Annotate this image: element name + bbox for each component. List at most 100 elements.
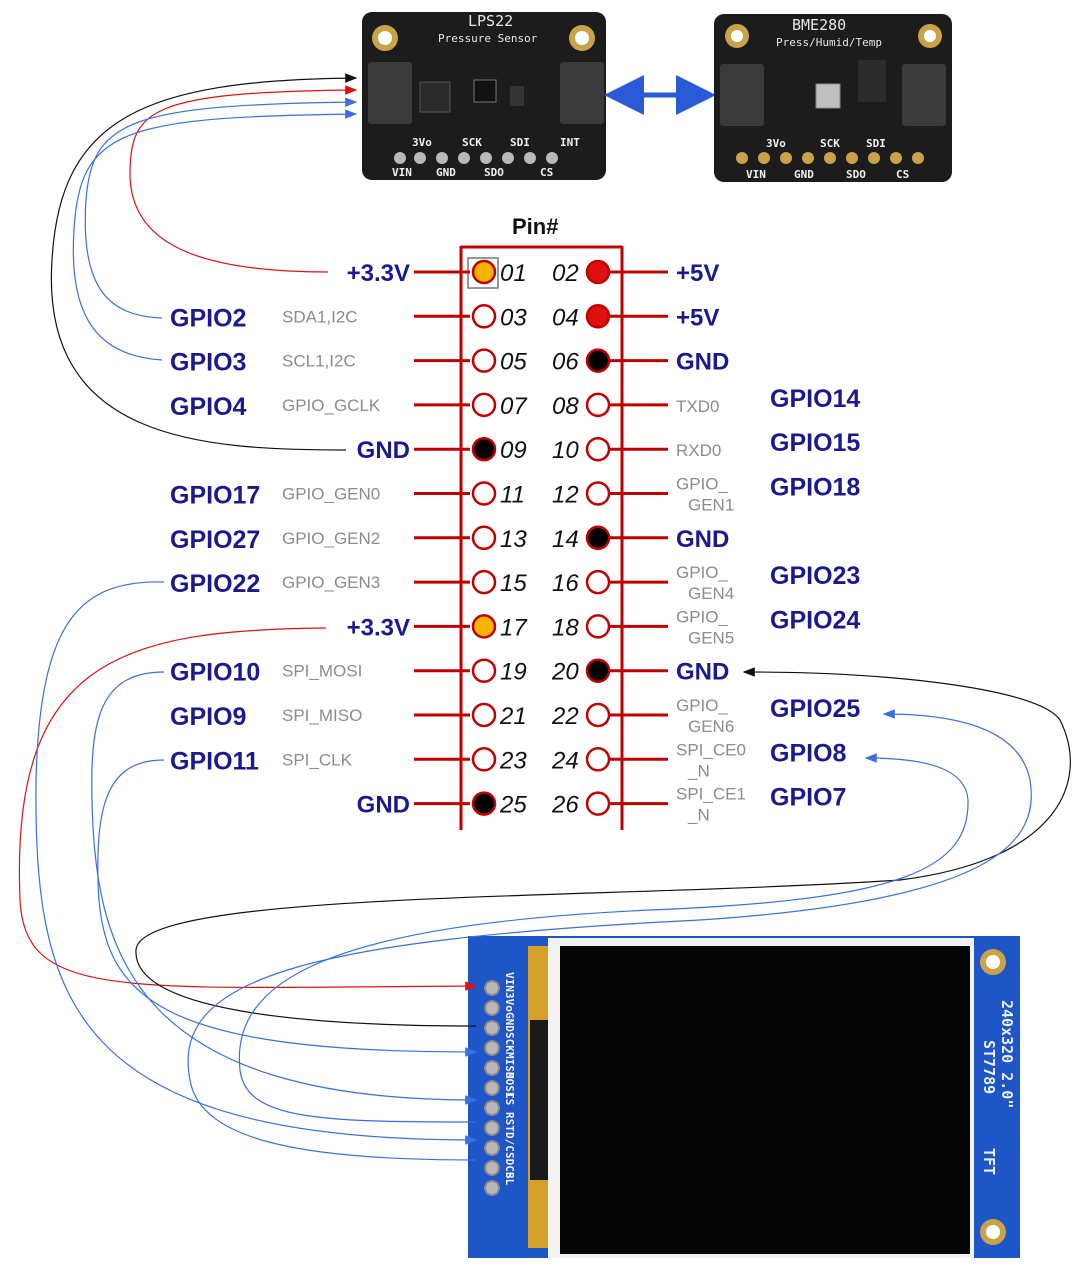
header-pin-26: [585, 791, 611, 816]
bme280-title: BME280: [792, 16, 846, 34]
right-function-label: SPI_CE1: [676, 785, 746, 804]
left-gpio-label: GPIO2: [170, 304, 246, 332]
right-power-label: +5V: [676, 260, 719, 287]
pin-number-08: 08: [552, 393, 579, 420]
bme280-pin-labels-bottom: VIN GND SDO CS: [746, 168, 909, 181]
right-function-label-2: GEN1: [688, 496, 734, 515]
tft-pin-label-miso: MISO: [503, 1052, 516, 1079]
header-pin-03: [471, 304, 497, 329]
pin-number-23: 23: [499, 747, 527, 774]
tft-pin-label-gnd: GND: [503, 1012, 516, 1032]
bme280-pin-cs: CS: [896, 168, 909, 181]
lps22-pin-3vo: 3Vo: [412, 136, 432, 149]
header-pin-18: [585, 614, 611, 639]
pin-number-04: 04: [552, 304, 579, 331]
tft-label-type: TFT: [980, 1148, 998, 1175]
right-function-label-2: GEN6: [688, 717, 734, 736]
pin-number-02: 02: [552, 260, 579, 287]
wire-3v3-tft: [18, 627, 478, 991]
bme280-board: BME280 Press/Humid/Temp 3Vo SCK SDI VIN …: [714, 14, 952, 182]
wire-gpio11-sck: [97, 759, 478, 1057]
pin-number-11: 11: [500, 482, 525, 509]
pin-number-01: 01: [500, 260, 527, 287]
left-gpio-label: GPIO3: [170, 349, 246, 377]
right-function-label: TXD0: [676, 397, 719, 416]
bme280-pin-3vo: 3Vo: [766, 137, 786, 150]
wire-3v3-lps22: [129, 85, 358, 273]
right-gpio-label: GPIO7: [770, 784, 846, 812]
header-pin-22: [585, 702, 611, 728]
header-pin-07: [471, 392, 497, 418]
header-pin-23: [471, 747, 497, 772]
left-function-label: GPIO_GEN0: [282, 485, 380, 504]
header-pin-13: [471, 525, 497, 551]
left-function-label: GPIO_GEN3: [282, 573, 380, 592]
header-pin-10: [585, 436, 611, 462]
lps22-pin-vin: VIN: [392, 166, 412, 179]
wire-gpio25-arrow: [882, 709, 1031, 781]
right-function-label: RXD0: [676, 441, 721, 460]
lps22-pin-labels-top: 3Vo SCK SDI INT: [412, 136, 580, 149]
right-power-label: GND: [676, 349, 729, 376]
tft-pin-label-mosi: MOSI: [503, 1072, 516, 1099]
bme280-pin-vin: VIN: [746, 168, 766, 181]
pin-number-16: 16: [552, 570, 579, 597]
left-gpio-label: GPIO4: [170, 393, 247, 421]
tft-label-size: 240x320 2.0": [998, 1000, 1016, 1108]
pin-number-14: 14: [552, 526, 579, 553]
wire-gnd-tft: [135, 719, 1071, 1027]
right-function-label: GPIO_: [676, 475, 729, 494]
pin-number-18: 18: [552, 614, 579, 641]
lps22-pin-cs: CS: [540, 166, 553, 179]
pin-number-10: 10: [552, 437, 579, 464]
header-pin-06: [585, 348, 611, 373]
header-pin-01: [471, 259, 497, 285]
tft-pin-label-sck: SCK: [503, 1032, 516, 1052]
pin-number-05: 05: [500, 349, 527, 376]
right-gpio-label: GPIO23: [770, 562, 860, 590]
pin-number-13: 13: [500, 526, 527, 553]
right-power-label: GND: [676, 659, 729, 686]
tft-pin-label-vin: VIN: [503, 972, 516, 992]
lps22-pin-sck: SCK: [462, 136, 482, 149]
left-gpio-label: GPIO27: [170, 526, 260, 554]
wire-gnd-header20: [742, 667, 1061, 721]
lps22-subtitle: Pressure Sensor: [438, 32, 538, 45]
tft-pin-label-3vo: 3Vo: [503, 992, 516, 1012]
pin-number-15: 15: [500, 570, 527, 597]
lps22-pin-gnd: GND: [436, 166, 456, 179]
header-pin-17: [471, 614, 497, 639]
bme280-pin-sdo: SDO: [846, 168, 866, 181]
left-gpio-label: GPIO22: [170, 570, 260, 598]
wire-sda-lps22: [84, 97, 358, 319]
pin-number-07: 07: [500, 393, 528, 420]
wire-gpio25-dc: [187, 779, 1032, 1161]
wires: [18, 73, 1071, 1161]
pin-number-09: 09: [500, 437, 527, 464]
lps22-pin-int: INT: [560, 136, 580, 149]
header-pin-11: [471, 481, 497, 506]
bme280-pin-sck: SCK: [820, 137, 840, 150]
wire-gpio8-cs: [238, 799, 969, 1123]
left-gpio-label: GPIO11: [170, 747, 259, 775]
pin-number-03: 03: [500, 304, 527, 331]
right-function-label: GPIO_: [676, 563, 729, 582]
tft-pin-label-dc: D/C: [503, 1132, 516, 1152]
pin-number-21: 21: [499, 703, 527, 730]
tft-pin-label-sdcs: SDCS: [503, 1152, 516, 1179]
right-gpio-label: GPIO24: [770, 606, 860, 634]
pin-number-25: 25: [499, 792, 527, 819]
right-function-label: GPIO_: [676, 607, 729, 626]
lps22-pin-labels-bottom: VIN GND SDO CS: [392, 166, 553, 179]
right-power-label: +5V: [676, 304, 719, 331]
tft-screen: [560, 946, 970, 1254]
wire-gnd-lps22: [50, 73, 358, 451]
header-pin-16: [585, 569, 611, 595]
header-pin-14: [585, 525, 611, 551]
left-function-label: GPIO_GEN2: [282, 529, 380, 548]
wire-gpio22-rst: [35, 581, 478, 1145]
lps22-title: LPS22: [468, 12, 513, 30]
right-power-label: GND: [676, 526, 729, 553]
